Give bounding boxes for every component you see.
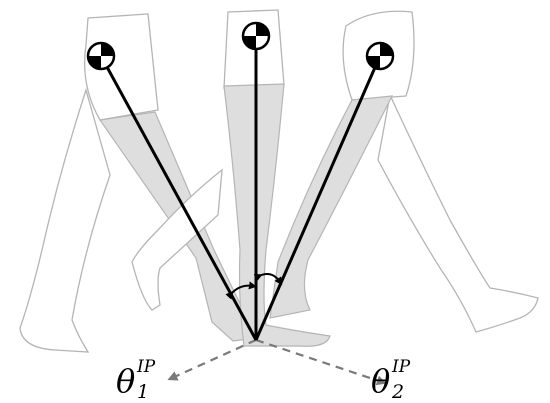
theta2-symbol: θ bbox=[371, 362, 390, 400]
theta2-angle-arc bbox=[253, 273, 283, 286]
right-leg-shank-shade bbox=[269, 95, 394, 319]
theta1-dashed-arrow bbox=[167, 338, 257, 381]
theta1-symbol: θ bbox=[116, 362, 135, 400]
theta1-subscript: 1 bbox=[137, 381, 149, 403]
theta2-dashed-arrow bbox=[255, 338, 387, 386]
hip-joint-marker-icon bbox=[86, 41, 116, 71]
theta2-label: θ IP 2 bbox=[371, 357, 411, 403]
theta2-subscript: 2 bbox=[391, 381, 404, 403]
left-trailing-leg-outline bbox=[19, 87, 111, 353]
theta1-label: θ IP 1 bbox=[116, 357, 156, 403]
right-leg-axis bbox=[254, 55, 382, 341]
middle-background-leg-outline bbox=[131, 168, 223, 311]
left-thigh-outline bbox=[83, 13, 159, 121]
theta2-superscript: IP bbox=[391, 357, 411, 377]
theta1-angle-arc bbox=[225, 281, 257, 300]
right-trailing-leg-outline bbox=[377, 92, 539, 333]
hip-joint-marker-icon bbox=[365, 41, 395, 71]
middle-leg-shade bbox=[223, 83, 331, 347]
theta1-superscript: IP bbox=[136, 357, 156, 377]
right-leg bbox=[269, 10, 539, 333]
hip-joint-marker-icon bbox=[241, 21, 271, 51]
